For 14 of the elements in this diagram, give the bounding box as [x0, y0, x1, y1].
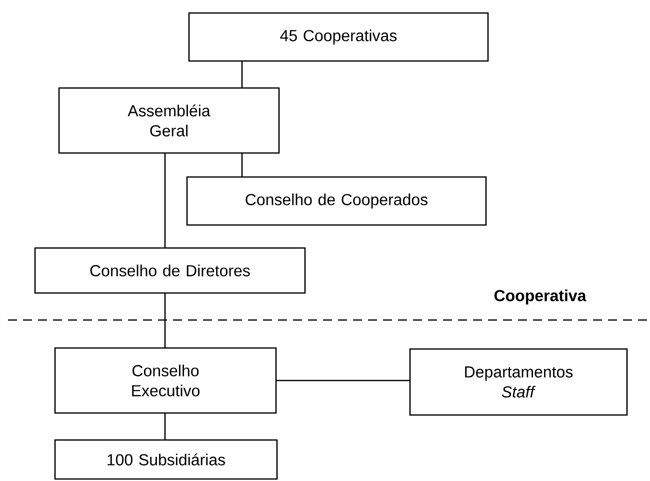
- org-box: Conselho de Cooperados: [186, 176, 487, 226]
- connector-line: [276, 380, 410, 382]
- connector-line: [164, 412, 166, 440]
- org-box: Conselho de Diretores: [34, 247, 306, 294]
- org-box: 100 Subsidiárias: [54, 439, 278, 480]
- section-label: Cooperativa: [494, 290, 586, 304]
- org-box: 45 Cooperativas: [188, 12, 489, 62]
- org-box: Conselho Executivo: [54, 347, 277, 414]
- connector-line: [241, 61, 243, 88]
- org-box: Departamentos Staff: [409, 348, 628, 416]
- connector-line: [164, 292, 166, 348]
- connector-line: [164, 153, 166, 248]
- org-box: Assembléia Geral: [58, 87, 280, 154]
- connector-line: [241, 153, 243, 177]
